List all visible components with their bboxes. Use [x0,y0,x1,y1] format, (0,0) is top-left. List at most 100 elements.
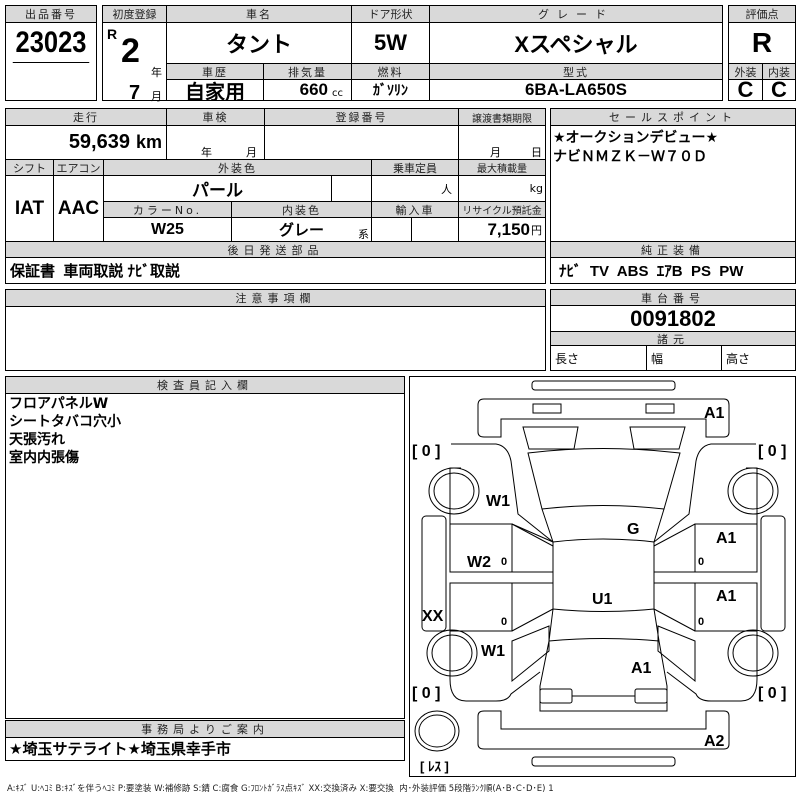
later-parts-label: 後日発送部品 [6,241,545,258]
reg-number-label: 登録番号 [264,109,458,126]
front-fender-right [653,443,758,547]
history: 自家用 [166,80,263,100]
notes-box: 注意事項欄 [5,289,546,371]
transfer-month-unit: 月 [490,146,501,159]
lot-label: 出品番号 [6,6,96,23]
legend: A:ｷｽﾞ U:ﾍｺﾐ B:ｷｽﾞを伴うﾍｺﾐ P:要塗装 W:補修跡 S:錆 … [7,784,554,794]
later-parts: 保証書 車両取説 ﾅﾋﾞ取説 [10,263,181,280]
office-label: 事務局よりご案内 [6,721,404,738]
month-unit: 月 [151,90,162,103]
door-mark: 0 [501,556,507,568]
rear-fender-left [449,608,554,702]
sales-points-box: セールスポイント ★オークションデビュー★ ナビＮＭＺＫ－Ｗ７０Ｄ 純正装備 ﾅ… [550,108,796,284]
details-box: 走行 車検 登録番号 譲渡書類期限 59,639 km 年 月 月 日 シフト … [5,108,546,284]
recycle-label: リサイクル預託金 [458,201,545,218]
tire-rl: [ 0 ] [412,685,440,702]
inspection-month-unit: 月 [246,146,257,159]
displacement-label: 排気量 [263,63,351,80]
door-type: 5W [351,23,429,63]
mark-left-rear-fender: W1 [481,643,505,660]
front-bumper [477,398,730,438]
int-color-label: 内装色 [231,201,371,218]
cabin [539,508,668,712]
int-score: C [762,80,795,100]
displacement-unit: cc [332,87,343,99]
damage-diagram: A1 [ 0 ] [ 0 ] W1 G A1 W2 0 0 A1 U1 XX 0… [409,376,796,777]
int-color: グレー [231,218,371,241]
tire-fr: [ 0 ] [758,443,786,460]
shift-label: シフト [6,159,53,176]
first-reg-year: 2 [121,32,140,70]
rear-bar [531,756,676,767]
mileage: 59,639 [68,131,130,153]
capacity-unit: 人 [371,176,458,201]
mark-front-bumper: A1 [704,405,725,422]
first-reg-month: 7 [129,82,141,104]
displacement: 660 [299,80,328,99]
max-load-unit: kg [458,176,545,201]
mark-right-rear-door: A1 [716,588,737,605]
sales-points-label: セールスポイント [551,109,795,126]
aircon: AAC [53,176,103,241]
chassis-box: 車台番号 0091802 諸元 長さ 幅 高さ [550,289,796,371]
inspector-note: 天張汚れ [9,432,65,448]
mark-left-front-door: W2 [467,554,491,571]
lot-box: 出品番号 23023 [5,5,97,101]
model: 6BA-LA650S [429,80,722,100]
score-box: 評価点 R 外装 内装 C C [728,5,796,101]
right-sill [760,515,786,632]
vehicle-info-box: 初度登録 車名 ドア形状 グレード R 2 年 7 月 タント 5W Xスペシャ… [102,5,723,104]
year-unit: 年 [151,66,162,79]
history-label: 車歴 [166,63,263,80]
ext-color-label: 外装色 [103,159,371,176]
first-reg-label: 初度登録 [103,6,166,23]
inspection-year-unit: 年 [201,146,212,159]
fuel: ｶﾞｿﾘﾝ [351,80,429,100]
left-rear-door [449,582,513,632]
max-load-label: 最大積載量 [458,159,545,176]
headlight-right [629,426,686,450]
recycle-unit: 円 [531,223,542,237]
mark-roof: U1 [592,591,613,608]
ext-score: C [737,80,754,100]
height-label: 高さ [721,346,795,370]
mark-left-front-fender: W1 [486,493,510,510]
tire-fl: [ 0 ] [412,443,440,460]
headlight-left [522,426,579,450]
spec-label: 諸元 [551,331,795,346]
mark-windshield: G [627,521,639,538]
inspector-box: 検査員記入欄 フロアパネルW シートタバコ穴小 天張汚れ 室内内張傷 [5,376,405,719]
fuel-label: 燃料 [351,63,429,80]
transfer-day-unit: 日 [531,146,542,159]
recycle-fee: 7,150 [487,219,530,239]
mark-trunk: A1 [631,660,652,677]
grade-label: グレード [429,6,722,23]
color-no-label: カラーNo. [103,201,231,218]
office-message: ★埼玉サテライト★埼玉県幸手市 [9,740,231,758]
model-label: 型式 [429,63,722,80]
inspector-note: 室内内張傷 [9,450,79,466]
right-rear-door [694,582,758,632]
width-label: 幅 [646,346,721,370]
sales-point-line: ★オークションデビュー★ [553,130,719,146]
grade: Xスペシャル [429,23,722,63]
int-score-label: 内装 [762,63,795,80]
wheels [414,467,779,752]
left-front-door [449,523,513,573]
overall-score: R [751,27,773,58]
hood [527,448,681,510]
aircon-label: エアコン [53,159,103,176]
chassis-label: 車台番号 [551,290,795,306]
equipment: ﾅﾋﾞ TV ABS ｴｱB PS PW [559,263,744,280]
office-box: 事務局よりご案内 ★埼玉サテライト★埼玉県幸手市 [5,720,405,761]
sales-point-line: ナビＮＭＺＫ－Ｗ７０Ｄ [553,149,707,165]
rear-fender-right [653,608,758,702]
car-name: タント [166,23,351,63]
inspector-note: シートタバコ穴小 [9,414,121,430]
ext-score-label: 外装 [729,63,762,80]
car-name-label: 車名 [166,6,351,23]
import-label: 輸入車 [371,201,458,218]
capacity-label: 乗車定員 [371,159,458,176]
inspector-label: 検査員記入欄 [6,377,404,394]
mark-rear-bumper: A2 [704,733,725,750]
